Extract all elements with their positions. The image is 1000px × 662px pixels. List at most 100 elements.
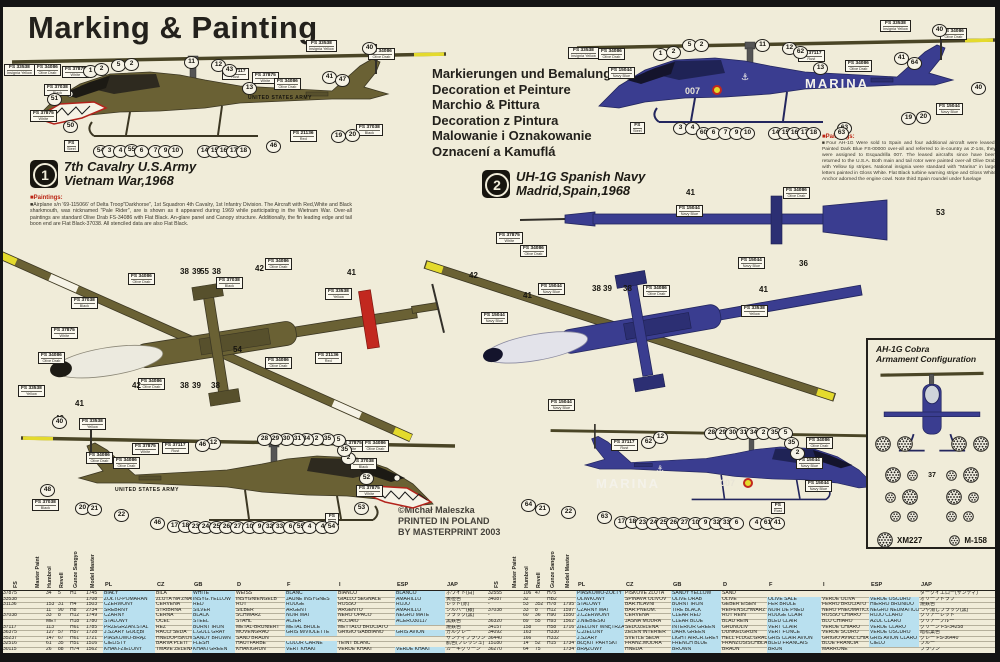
paint-table-cell: 32516 — [3, 641, 17, 647]
paint-table-cell: 14 — [523, 641, 529, 647]
fs-chip-code: FS 34086 — [786, 188, 807, 193]
paint-table-cell: MARRONE — [822, 647, 848, 652]
m158-pod-icon — [963, 511, 974, 522]
paint-table-cell: STŘÍBRNÁ — [156, 607, 182, 613]
paint-table-cell: FLESH — [192, 641, 235, 647]
paint-table-cell: レッド(赤) — [446, 602, 470, 608]
callout-number: 54 — [233, 345, 242, 354]
fs-chip-code: FS 15044 — [808, 481, 829, 486]
paint-table-cell: 1734 — [563, 641, 575, 647]
paint-table-lang-header: PL — [105, 582, 113, 588]
page-title: Marking & Painting — [28, 10, 318, 45]
callout-number: 2 — [790, 447, 805, 460]
paint-table-cell: OLIVE DRAB — [671, 596, 721, 603]
credit-line-1: ©Michał Maleszka — [398, 505, 475, 515]
fs-chip-color-name: White — [359, 491, 380, 496]
paint-table-cell: BRUN — [767, 647, 821, 653]
paint-table-cell: 32 — [523, 596, 529, 602]
paint-table-cell: STALOWY — [576, 602, 624, 608]
paint-table-cell: グレー FS-36440 — [920, 635, 959, 641]
scan-edge-left — [0, 0, 3, 662]
paint-table-cell: TEINT BLANC — [338, 641, 371, 647]
paint-table-cell: 1745 — [86, 591, 98, 596]
tail-rotor — [431, 283, 445, 333]
paint-table-cell: ブルー — [920, 641, 936, 647]
paint-table-cell: 1516 — [86, 641, 98, 647]
paint-table-cell: KHAKI GREEN — [192, 647, 235, 653]
fs-chip-code: FS 34086 — [131, 274, 152, 279]
section-1-title: 7th Cavalry U.S.Army Vietnam War,1968 — [64, 160, 196, 188]
paint-table-cell: ROSSO — [338, 602, 357, 608]
paint-table-lang-header: I — [339, 582, 341, 588]
paint-table-cell: 153 — [46, 602, 55, 608]
paint-table-cell: FRENCH BLUE — [671, 641, 721, 647]
fs-chip-code: FS 34086 — [41, 353, 62, 358]
callout-number: 41 — [686, 188, 695, 197]
paint-table-cell: 34157 — [488, 624, 502, 630]
paint-table-cell: 57 — [58, 630, 64, 636]
fs-chip-color-name: Olive Drab — [786, 193, 807, 199]
paint-table-cell: ČERVENÁ — [625, 613, 650, 619]
paint-table-cell: 34092 — [488, 630, 502, 636]
callout-number: 46 — [266, 140, 281, 153]
rotor-blade-a-white-band — [331, 400, 362, 419]
paint-table-cell: INSYGNIENGELB — [236, 596, 277, 602]
paint-table-cell: NERO PNEUMATICO — [822, 607, 869, 613]
paint-table-cell: MÖVENGRAU — [236, 630, 269, 636]
anchor-decal: ⚓ — [656, 465, 664, 475]
paint-table-cell: 53 — [523, 602, 529, 608]
callout-number: 40 — [362, 42, 377, 55]
paint-table-cell: MET 91 — [46, 619, 57, 624]
config-center-callout: 37 — [928, 471, 936, 479]
fs-chip-color-name: Olive Drab — [848, 66, 869, 72]
paint-table-cell: CIELISTY — [103, 641, 155, 647]
fs-chip-code: FS 33538 — [311, 41, 332, 46]
fs-chip-code: FS 15044 — [611, 68, 632, 73]
paint-table-cell: 106 — [523, 591, 532, 596]
fs-chip-code: FS 37117 — [165, 443, 186, 448]
fs-chip-code: FS — [634, 123, 641, 128]
callout-number: 50 — [63, 120, 78, 133]
paint-table-lang-header: F — [287, 582, 291, 588]
paint-table-cell: VERDE OSCURO — [869, 630, 919, 636]
paint-table-cell — [869, 647, 919, 653]
paint-table-cell: BAR.HLAVNÍ — [625, 602, 655, 608]
config-left-pods — [885, 467, 918, 483]
callout-number: 19 — [331, 130, 346, 143]
rotor-blade-b-yellow-tip — [0, 251, 18, 266]
paint-table-cell: BROWN — [671, 647, 721, 653]
paint-table-cell: BLEU CLAIR — [767, 619, 821, 625]
paint-table-cell: ŻÓŁTO-POMARAŃ — [103, 596, 155, 603]
fs-chip-color-name: White — [33, 116, 54, 121]
callout-number: 48 — [40, 484, 55, 497]
fs-chip-color-name: Olive Drab — [601, 54, 622, 60]
paint-table-lang-header: F — [769, 582, 773, 588]
paint-table-cell: 37038 — [488, 607, 502, 613]
callout-number: 55 — [200, 267, 209, 276]
paint-table-cell: AMARILLO — [395, 607, 445, 614]
paint-table-cell: VERT FONCÉ — [767, 630, 821, 636]
fs-chip-color-name: Yellow — [744, 311, 765, 316]
paint-table-cell: SREBRNY — [103, 607, 155, 614]
fs-chip-code: FS 15044 — [741, 258, 762, 263]
paint-table-cell: SCHWARZ — [236, 613, 262, 619]
paint-table-cell: WHITE — [192, 591, 235, 597]
callout-number: 35 — [337, 444, 352, 457]
tail-boom-top-detail — [519, 195, 888, 245]
paint-table-cell: 26 — [46, 647, 52, 652]
section-2-badge: 2 — [482, 170, 510, 198]
